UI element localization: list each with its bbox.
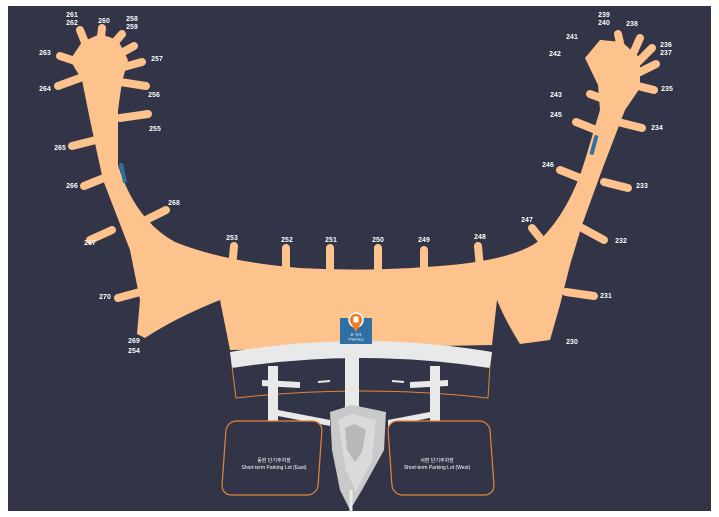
pier-stub [572, 118, 600, 134]
terminal-building [70, 34, 640, 350]
gate-label-269[interactable]: 269 [128, 338, 140, 345]
gate-label-249[interactable]: 249 [418, 237, 430, 244]
gate-label-238[interactable]: 238 [626, 21, 638, 28]
pier-stub [634, 44, 656, 66]
gate-label-239[interactable]: 239 [598, 12, 610, 19]
gate-label-253[interactable]: 253 [226, 235, 238, 242]
gate-label-230[interactable]: 230 [566, 339, 578, 346]
pier-stub [116, 78, 150, 90]
gate-label-260[interactable]: 260 [98, 18, 110, 25]
pharmacy-pin-icon[interactable] [348, 312, 364, 332]
gate-label-242[interactable]: 242 [549, 51, 561, 58]
gate-label-259[interactable]: 259 [126, 24, 138, 31]
pier-stub [54, 74, 84, 90]
gate-label-240[interactable]: 240 [598, 20, 610, 27]
gate-label-266[interactable]: 266 [66, 183, 78, 190]
gate-label-264[interactable]: 264 [39, 86, 51, 93]
gate-label-255[interactable]: 255 [149, 126, 161, 133]
pier-stub [556, 166, 584, 182]
curb-outline [231, 365, 491, 399]
parking-lot-east[interactable] [221, 420, 323, 496]
parking-lot-west-name-en: Short-term Parking Lot (West) [404, 465, 471, 471]
gate-label-241[interactable]: 241 [566, 34, 578, 41]
pier-stub [600, 178, 632, 192]
gate-label-237[interactable]: 237 [660, 50, 672, 57]
gate-label-265[interactable]: 265 [54, 145, 66, 152]
pier-stub [634, 82, 658, 94]
curb-road [230, 341, 492, 368]
walkway-mark-right [589, 135, 599, 155]
gate-label-235[interactable]: 235 [661, 86, 673, 93]
pharmacy-badge-line2: Pharmacy [348, 338, 364, 342]
gate-label-268[interactable]: 268 [168, 200, 180, 207]
pier-stub [68, 136, 100, 150]
pier-stub [636, 60, 660, 76]
gate-label-250[interactable]: 250 [372, 237, 384, 244]
pier-stub [578, 224, 608, 244]
gate-label-234[interactable]: 234 [651, 125, 663, 132]
gate-label-243[interactable]: 243 [550, 92, 562, 99]
walkway-mark-left [119, 162, 127, 184]
parking-lot-west-name-ko: 서편 단기주차장 [420, 457, 454, 464]
gate-label-262[interactable]: 262 [66, 20, 78, 27]
pier-stub [114, 288, 144, 302]
gate-label-261[interactable]: 261 [66, 12, 78, 19]
gate-label-258[interactable]: 258 [126, 16, 138, 23]
gate-label-251[interactable]: 251 [325, 237, 337, 244]
parking-lot-west[interactable] [387, 420, 495, 496]
gate-label-233[interactable]: 233 [636, 183, 648, 190]
pier-stub [562, 288, 598, 300]
gate-label-231[interactable]: 231 [600, 293, 612, 300]
gate-label-256[interactable]: 256 [148, 92, 160, 99]
pharmacy-badge-line1: 3F 약국 [350, 332, 361, 337]
gate-label-245[interactable]: 245 [550, 112, 562, 119]
pier-stub [80, 174, 108, 190]
gate-label-232[interactable]: 232 [615, 238, 627, 245]
gate-label-257[interactable]: 257 [151, 56, 163, 63]
gate-label-236[interactable]: 236 [660, 42, 672, 49]
parking-lot-east-name-ko: 동편 단기주차장 [257, 457, 291, 464]
gate-label-246[interactable]: 246 [542, 162, 554, 169]
gate-label-270[interactable]: 270 [99, 294, 111, 301]
parking-lot-east-name-en: Short-term Parking Lot (East) [241, 465, 306, 471]
gate-label-267[interactable]: 267 [84, 240, 96, 247]
gate-label-248[interactable]: 248 [474, 234, 486, 241]
pier-stub [116, 110, 152, 122]
gate-label-247[interactable]: 247 [521, 217, 533, 224]
central-structure-core [345, 424, 366, 462]
pier-stub [86, 226, 116, 244]
gate-label-263[interactable]: 263 [39, 50, 51, 57]
pier-stub [614, 118, 646, 132]
gate-label-252[interactable]: 252 [281, 237, 293, 244]
gate-label-254[interactable]: 254 [128, 348, 140, 355]
